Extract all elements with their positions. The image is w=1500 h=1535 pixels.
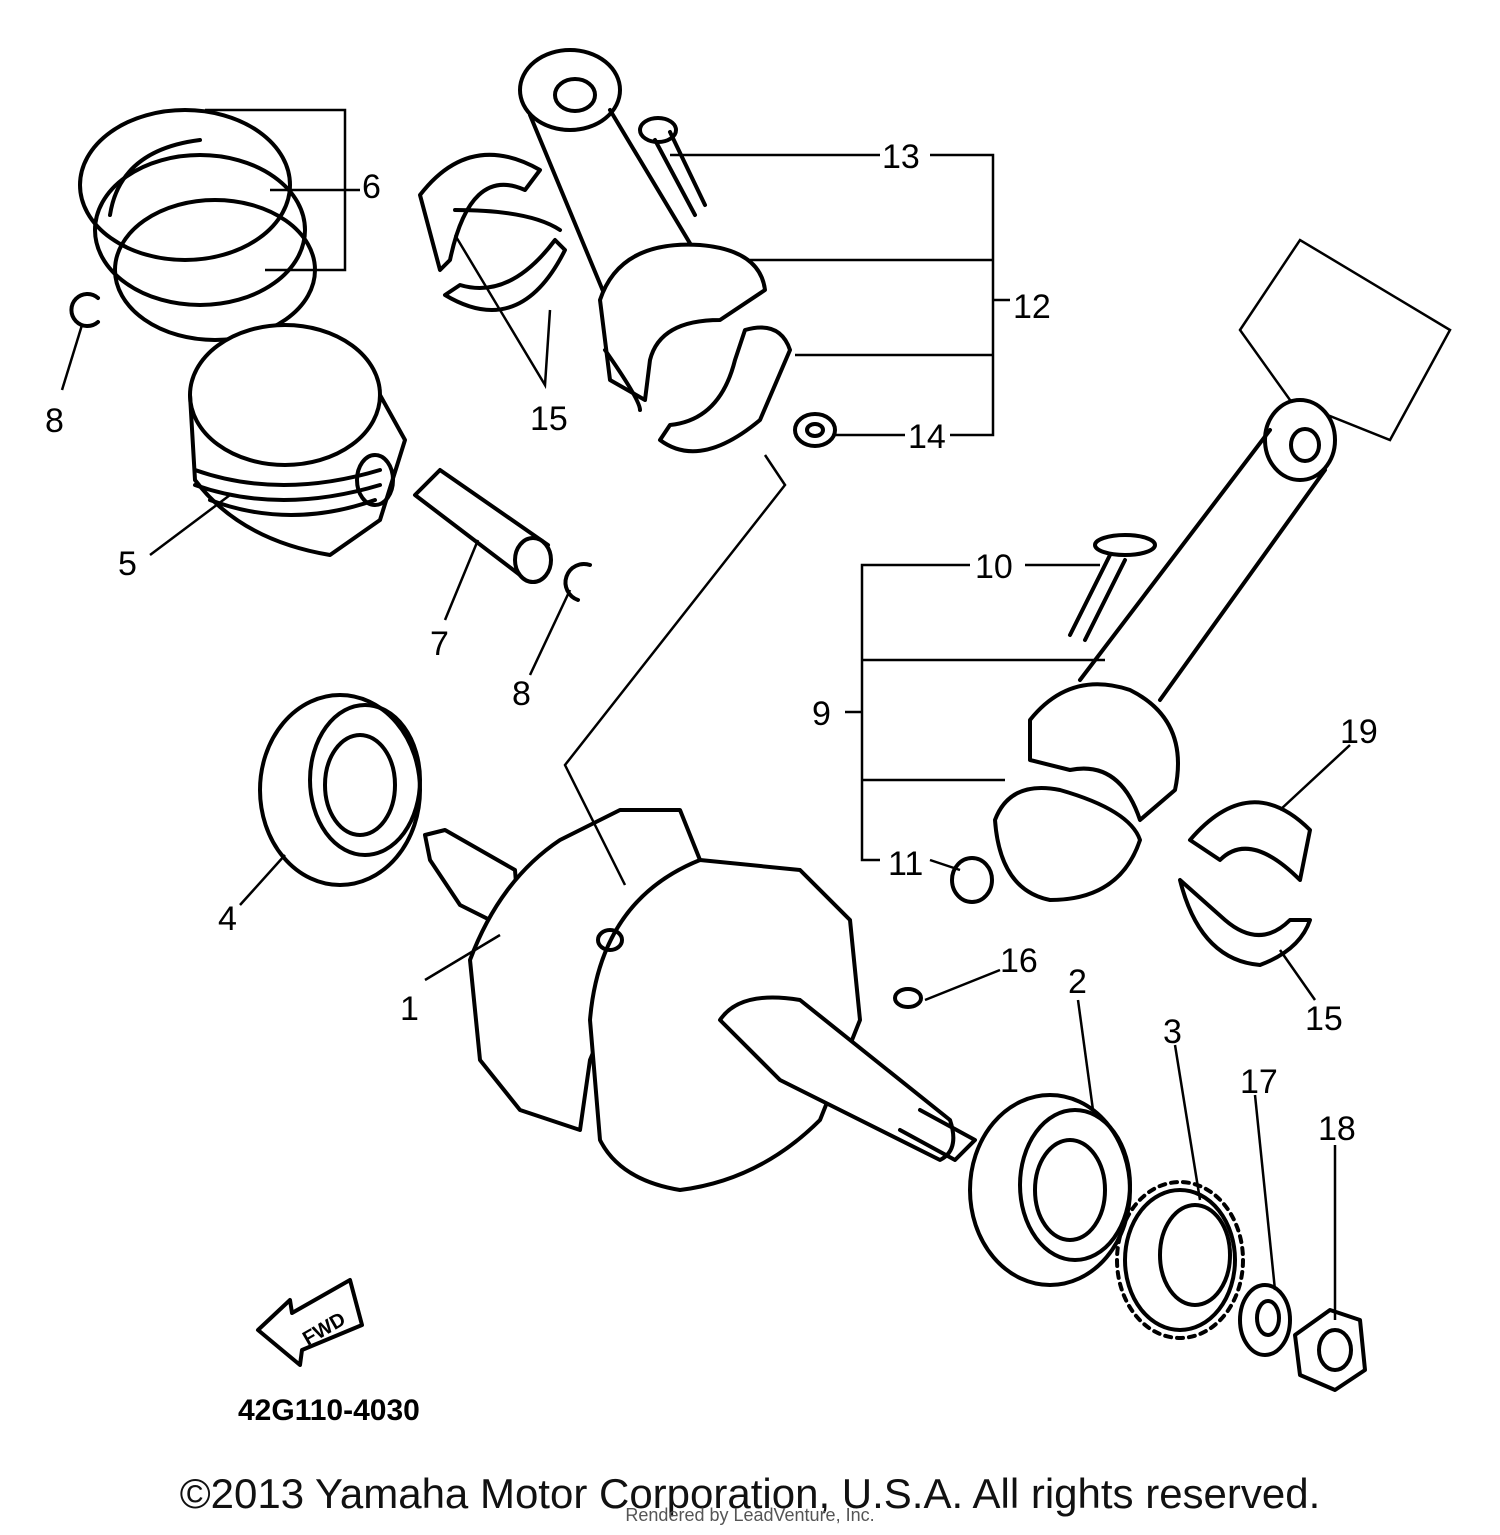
piston [188,323,407,557]
callout-16: 16 [1000,942,1038,980]
forward-arrow: FWD [256,1278,364,1367]
callout-11: 11 [888,845,923,883]
piston-rings [78,108,317,342]
callout-4: 4 [218,900,237,938]
rod-cap-top [658,325,792,454]
bearing-shells-right [1178,800,1312,967]
piston-clip-left [69,292,100,328]
callout-15b: 15 [1305,1000,1343,1038]
callout-8a: 8 [45,402,64,440]
callout-13: 13 [882,138,920,176]
diagram-code: 42G110-4030 [238,1394,420,1427]
crankshaft [423,808,977,1192]
callout-3: 3 [1163,1013,1182,1051]
callout-15a: 15 [530,400,568,438]
connecting-rod-right [993,238,1452,902]
washer [1238,1283,1292,1357]
bearing-right [968,1093,1132,1287]
woodruff-key [893,987,923,1009]
callout-6: 6 [362,168,381,206]
crank-nut [1293,1308,1367,1392]
rod-bolt-right [1068,533,1157,642]
callout-8b: 8 [512,675,531,713]
callout-19: 19 [1340,713,1378,751]
bearing-shells-top [418,152,567,312]
callout-17: 17 [1240,1063,1278,1101]
leader-lines [60,108,1351,1320]
piston-clip-right [563,562,592,602]
timing-gear [1115,1180,1245,1340]
rod-bolt-top [638,116,707,217]
bearing-left [258,693,422,887]
callout-7: 7 [430,625,449,663]
callout-10: 10 [975,548,1013,586]
rod-nut-top [793,412,837,448]
rod-nut-right [950,856,994,904]
callout-14: 14 [908,418,946,456]
connecting-rod-top [518,48,767,412]
callout-1: 1 [400,990,419,1028]
callout-9: 9 [812,695,831,733]
callout-12: 12 [1013,288,1051,326]
rendered-by-note: Rendered by LeadVenture, Inc. [625,1505,875,1525]
piston-pin [413,468,553,584]
callout-18: 18 [1318,1110,1356,1148]
callout-2: 2 [1068,963,1087,1001]
callout-5: 5 [118,545,137,583]
callout-numbers: 6 8 5 15 13 12 14 7 8 10 9 4 1 11 16 2 1… [45,138,1378,1148]
copyright-notice: ©2013 Yamaha Motor Corporation, U.S.A. A… [179,1470,1321,1517]
